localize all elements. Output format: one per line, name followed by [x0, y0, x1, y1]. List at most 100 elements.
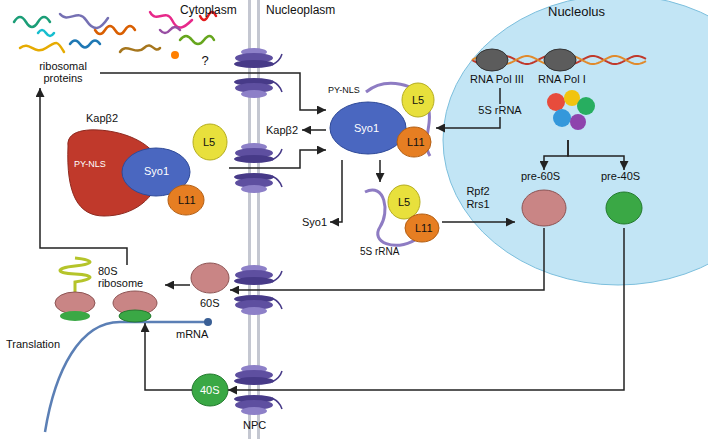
import-complex: Kapβ2PY-NLS Syo1 L5L11: [64, 112, 229, 218]
nuclear-membrane: [257, 0, 260, 439]
l5-shape: [388, 185, 420, 219]
60s-shape: [191, 263, 229, 293]
nucleolus-outline: [443, 0, 708, 285]
node-label: L5: [412, 94, 424, 106]
node-label: RNA Pol I: [538, 73, 586, 85]
region-label: Translation: [6, 338, 60, 351]
rrna-strand: [366, 83, 430, 156]
protein-squiggle: [38, 30, 54, 36]
node-label: 60S: [200, 297, 220, 309]
node-label: RNA Pol III: [470, 73, 524, 85]
flow-arrow: [379, 160, 381, 182]
flow-arrow: [100, 73, 326, 110]
ribosome-subunit: 40S: [192, 373, 228, 407]
node-outline: [448, 0, 708, 290]
flow-arrow: [40, 88, 127, 265]
protein-squiggle: [20, 43, 64, 52]
flow-arrow: [228, 228, 624, 390]
free-syo1: Syo1: [300, 214, 330, 230]
protein-squiggle: [95, 26, 135, 34]
ribosome: 80S ribosome: [90, 265, 165, 323]
ribosome-small: [119, 310, 151, 322]
node-label: Nucleolus: [548, 6, 605, 18]
processome-part: [564, 90, 580, 106]
ribosome-large: [113, 291, 157, 315]
node-label: L5: [398, 196, 410, 208]
node-label: L11: [415, 222, 433, 234]
syo1-shape: [122, 148, 190, 196]
polymerase: RNA Pol I: [538, 48, 600, 140]
processome-part: [547, 93, 565, 111]
node-label: 5S rRNA: [360, 246, 399, 258]
syo1-shape: [330, 102, 406, 154]
node-label: PY-NLS: [328, 84, 360, 96]
l5-shape: [193, 124, 227, 160]
pre-40s-shape: [606, 192, 642, 224]
polymerase-shape: [544, 49, 576, 71]
node-label: pre-60S: [521, 170, 560, 182]
edge-label: Rpf2 Rrs1: [460, 185, 496, 211]
flow-arrow: [229, 150, 326, 168]
flow-arrow: [302, 129, 326, 131]
edge-label: 5S rRNA: [476, 104, 523, 117]
flow-arrow: [230, 228, 544, 290]
rrna-strand: [365, 190, 415, 245]
pre-60s-shape: [522, 190, 566, 226]
flow-arrow: [442, 221, 515, 223]
node-label: Kapβ2: [86, 112, 118, 124]
region-label: Cytoplasm: [180, 4, 237, 17]
node-label: Syo1: [144, 165, 169, 177]
l11-shape: [397, 127, 431, 157]
node-label: L11: [178, 194, 196, 206]
node-label: L5: [203, 136, 215, 148]
flow-arrow: [330, 160, 342, 222]
40s-shape: [192, 374, 228, 406]
protein-squiggle: [180, 36, 214, 44]
processome-part: [570, 114, 586, 130]
5s-rnp: L5L11 5S rRNA: [360, 182, 442, 262]
node-label: ribosomal proteins: [28, 60, 98, 84]
protein-squiggle: [70, 41, 100, 48]
node-label: Kapβ2: [266, 124, 298, 136]
flow-arrow: [568, 140, 624, 170]
processome-part: [577, 97, 595, 115]
polymerase-shape: [476, 49, 508, 71]
node-label: 80S ribosome: [98, 265, 158, 289]
pre-ribosome: pre-40S: [595, 170, 653, 228]
edge-label: ?: [199, 54, 210, 67]
nascent-protein: [60, 258, 90, 292]
pre-ribosome: pre-60S: [515, 170, 573, 228]
l5-shape: [402, 83, 434, 117]
flow-arrow: [544, 140, 568, 170]
flow-arrow: [165, 284, 190, 286]
node-label: Syo1: [354, 122, 379, 134]
l11-shape: [405, 214, 439, 242]
protein-squiggle: [120, 45, 160, 52]
protein-squiggle: [14, 17, 50, 27]
protein-pool: ribosomal proteins: [28, 58, 100, 88]
free-karyopherin: Kapβ2: [264, 122, 302, 138]
protein-blob: [171, 51, 179, 59]
ribosome-subunit: 60S: [190, 262, 230, 312]
protein-squiggle: [160, 27, 180, 33]
node-label: PY-NLS: [74, 158, 106, 170]
nuclear-membrane: [248, 0, 251, 439]
protein-squiggle: [60, 14, 108, 28]
region-label: NPC: [243, 419, 266, 432]
node-label: 40S: [200, 384, 220, 396]
ribosome-small: [60, 311, 90, 321]
l11-shape: [168, 185, 204, 215]
syo1-complex: PY-NLS Syo1 L5L11: [326, 80, 436, 160]
processome-part: [553, 109, 571, 127]
region-label: mRNA: [176, 328, 208, 341]
node-label: pre-40S: [601, 170, 640, 182]
mrna-cap: [204, 318, 212, 326]
node-label: L11: [407, 136, 425, 148]
polymerase: RNA Pol III: [470, 48, 530, 88]
dna-strand: [472, 56, 646, 64]
dna-strand: [472, 56, 646, 64]
nucleolus-region: NucleolusRNA Pol III RNA Pol I pre-60S pre-…: [448, 0, 708, 290]
region-label: Nucleoplasm: [266, 4, 335, 17]
